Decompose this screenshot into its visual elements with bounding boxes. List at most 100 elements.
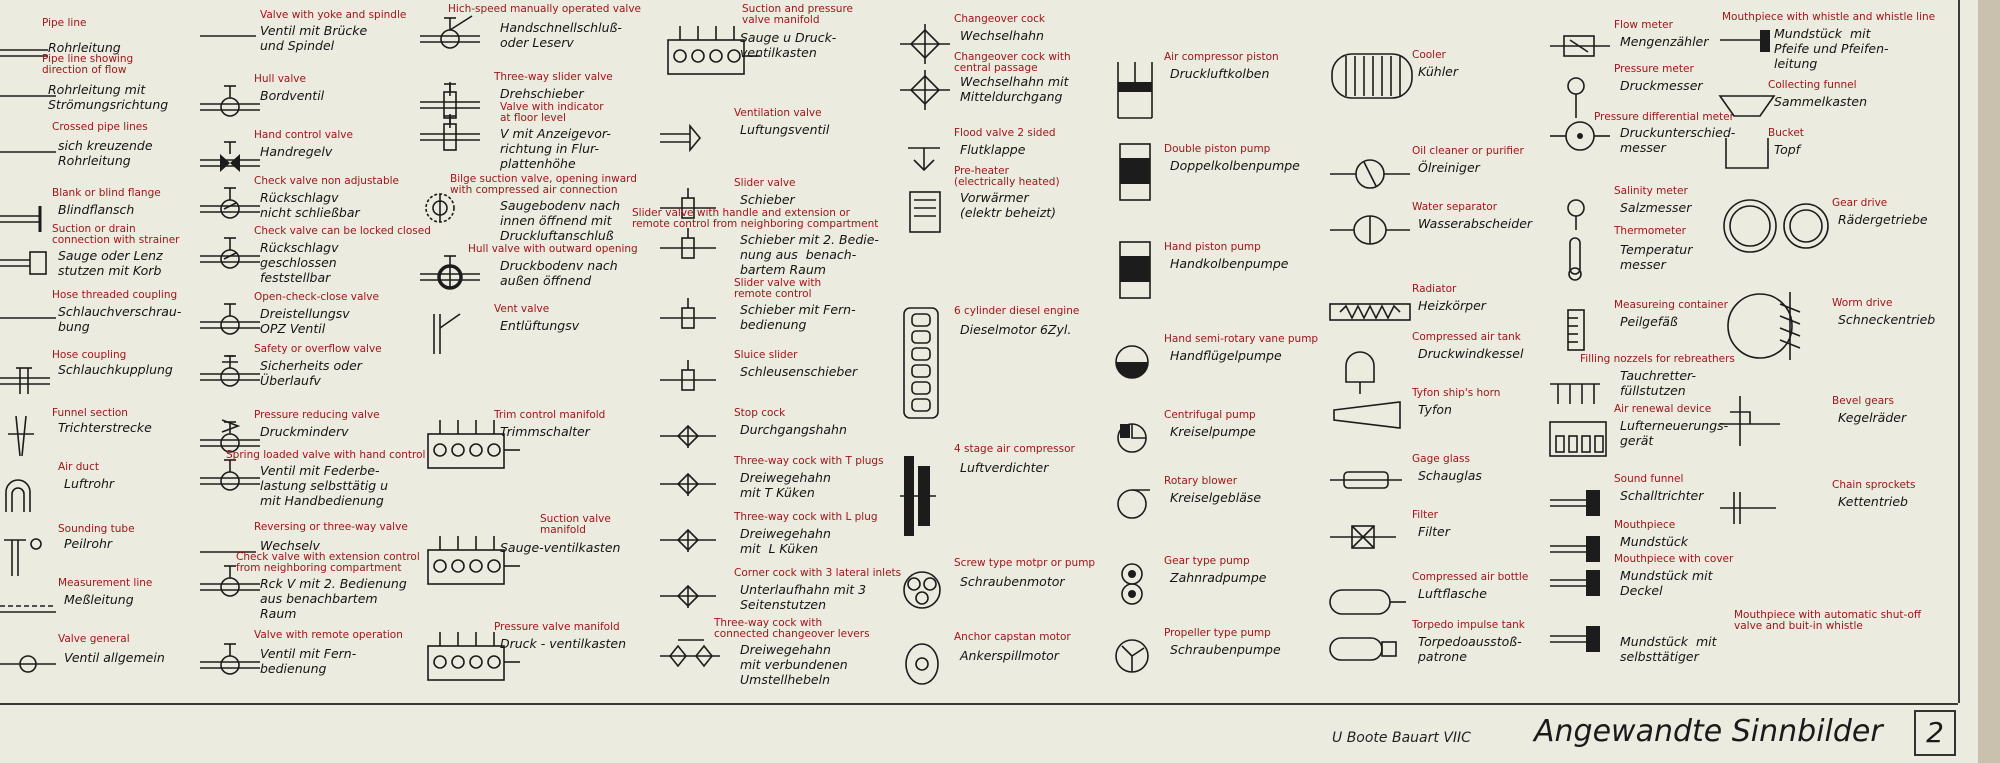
centrifugal-pump-german-label: Kreiselpumpe (1170, 424, 1256, 439)
screw-motor-english-label: Screw type motpr or pump (954, 557, 1096, 569)
slider-remote-english-label: Slider valve with remote control (734, 277, 822, 300)
mouthpiece-icon (1550, 530, 1660, 594)
bevel-gears-english-label: Bevel gears (1832, 395, 1894, 407)
mouthpiece-cover-german-label: Mundstück mit Deckel (1620, 568, 1713, 598)
hose-threaded-coupling-icon (0, 300, 110, 364)
filter-english-label: Filter (1412, 509, 1439, 521)
three-position-valve-icon (200, 302, 310, 366)
hand-piston-pump-icon (1110, 241, 1220, 316)
sluice-slider-icon (660, 360, 770, 424)
hose-coupling-german-label: Schlauchkupplung (58, 362, 173, 377)
hose-threaded-english-label: Hose threaded coupling (52, 289, 178, 301)
salinity-meter-german-label: Salzmesser (1620, 200, 1692, 215)
air-bottle-german-label: Luftflasche (1418, 586, 1487, 601)
water-separator-german-label: Wasserabscheider (1418, 216, 1533, 231)
double-piston-english-label: Double piston pump (1164, 143, 1271, 155)
high-speed-valve-german-label: Handschnellschluß- oder Leserv (500, 20, 622, 50)
collecting-funnel-icon (1718, 90, 1830, 154)
crossed-pipe-english-label: Crossed pipe lines (52, 121, 148, 133)
safety-valve-english-label: Safety or overflow valve (254, 343, 382, 355)
sheet-title: Angewandte Sinnbilder (1534, 714, 1883, 749)
radiator-icon (1329, 294, 1440, 358)
tyfon-english-label: Tyfon ship's horn (1412, 387, 1501, 399)
vent-valve-german-label: Entlüftungsv (500, 318, 580, 333)
suction-strainer-german-label: Sauge oder Lenz stutzen mit Korb (58, 248, 163, 278)
cooler-german-label: Kühler (1418, 64, 1459, 79)
changeover-cock-german-label: Wechselhahn (960, 28, 1044, 43)
anchor-capstan-english-label: Anchor capstan motor (954, 631, 1071, 643)
flow-pipe-german-label: Rohrleitung mit Strömungsrichtung (48, 82, 169, 112)
air-bottle-english-label: Compressed air bottle (1412, 571, 1529, 583)
three-way-levers-german-label: Dreiwegehahn mit verbundenen Umstellhebe… (740, 642, 848, 687)
pre-heater-icon (900, 186, 1010, 250)
air-compressor-4stage-icon (900, 456, 1010, 536)
pressure-reducing-english-label: Pressure reducing valve (254, 409, 380, 421)
mouthpiece-english-label: Mouthpiece (1614, 519, 1676, 531)
high-speed-valve-english-label: Hich-speed manually operated valve (448, 3, 641, 15)
flood-valve-icon (900, 138, 1010, 202)
flow-meter-icon (1550, 30, 1660, 94)
sluice-slider-english-label: Sluice slider (734, 349, 798, 361)
tyfon-horn-icon (1330, 398, 1440, 462)
valve-indicator-german-label: V mit Anzeigevor- richtung in Flur- plat… (500, 126, 611, 171)
bevel-gears-icon (1720, 396, 1830, 470)
oil-cleaner-english-label: Oil cleaner or purifier (1412, 145, 1524, 157)
vane-pump-icon (1110, 344, 1220, 408)
flood-valve-english-label: Flood valve 2 sided (954, 127, 1056, 139)
crossed-pipes-icon (0, 134, 110, 198)
hand-piston-english-label: Hand piston pump (1164, 241, 1261, 253)
check-ext-english-label: Check valve with extension control from … (236, 551, 420, 574)
valve-general-english-label: Valve general (58, 633, 130, 645)
centrifugal-pump-icon (1110, 420, 1220, 484)
check-valve-lockable-icon (200, 236, 310, 300)
gear-drive-english-label: Gear drive (1832, 197, 1888, 209)
filter-icon (1330, 520, 1440, 584)
reversing-valve-english-label: Reversing or three-way valve (254, 521, 408, 533)
diesel-engine-german-label: Dieselmotor 6Zyl. (960, 322, 1072, 337)
three-way-levers-english-label: Three-way cock with connected changeover… (714, 617, 870, 640)
slider-valve-english-label: Slider valve (734, 177, 796, 189)
gear-pump-english-label: Gear type pump (1164, 555, 1250, 567)
sound-funnel-english-label: Sound funnel (1614, 473, 1684, 485)
pipe-line-german-label: Rohrleitung (48, 40, 121, 55)
mouthpiece-auto-german-label: Mundstück mit selbsttätiger (1620, 634, 1717, 664)
ventilation-valve-english-label: Ventilation valve (734, 107, 822, 119)
three-way-t-english-label: Three-way cock with T plugs (734, 455, 884, 467)
corner-cock-icon (660, 578, 770, 642)
ventilation-valve-icon (660, 118, 770, 182)
air-renewal-english-label: Air renewal device (1614, 403, 1712, 415)
trim-manifold-english-label: Trim control manifold (494, 409, 606, 421)
mouthpiece-whistle-icon (1720, 22, 1830, 86)
valve-indicator-english-label: Valve with indicator at floor level (500, 101, 604, 124)
thermometer-english-label: Thermometer (1614, 225, 1686, 237)
vent-valve-english-label: Vent valve (494, 303, 550, 315)
air-duct-english-label: Air duct (58, 461, 99, 473)
pressure-differential-meter-icon (1550, 120, 1660, 184)
pressure-manifold-icon (420, 632, 530, 696)
air-renewal-device-icon (1549, 414, 1660, 478)
pressure-manifold-german-label: Druck - ventilkasten (500, 636, 627, 651)
hull-outward-english-label: Hull valve with outward opening (468, 243, 638, 255)
oil-purifier-icon (1330, 156, 1440, 220)
oil-cleaner-german-label: Ölreiniger (1418, 160, 1480, 175)
open-check-close-english-label: Open-check-close valve (254, 291, 379, 303)
hose-coupling-english-label: Hose coupling (52, 349, 127, 361)
chain-sprockets-german-label: Kettentrieb (1838, 494, 1908, 509)
flow-meter-english-label: Flow meter (1614, 19, 1673, 31)
sounding-tube-icon (0, 532, 110, 596)
rebreather-nozzles-german-label: Tauchretter- füllstutzen (1620, 368, 1696, 398)
suction-pressure-manifold-english-label: Suction and pressure valve manifold (742, 3, 853, 26)
salinity-meter-english-label: Salinity meter (1614, 185, 1688, 197)
sheet-number-box: 2 (1914, 710, 1956, 756)
sound-funnel-german-label: Schalltrichter (1620, 488, 1704, 503)
thermometer-icon (1550, 237, 1660, 302)
changeover-central-german-label: Wechselhahn mit Mitteldurchgang (960, 74, 1069, 104)
bucket-english-label: Bucket (1768, 127, 1804, 139)
gage-glass-icon (1330, 464, 1440, 528)
chain-sprockets-icon (1720, 490, 1830, 554)
changeover-cock-central-icon (900, 70, 1010, 134)
double-piston-pump-icon (1110, 143, 1220, 218)
pressure-meter-icon (1550, 74, 1660, 138)
anchor-capstan-german-label: Ankerspillmotor (960, 648, 1059, 663)
valve-remote-english-label: Valve with remote operation (254, 629, 403, 641)
